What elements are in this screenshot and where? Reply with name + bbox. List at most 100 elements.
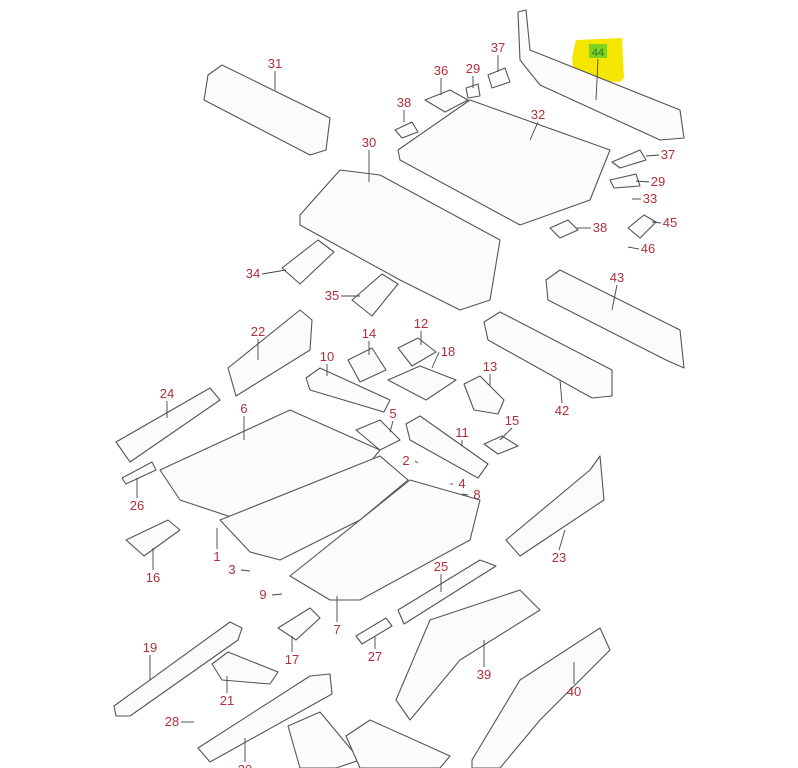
callout-5[interactable]: 5 — [389, 406, 396, 421]
part-32 — [397, 99, 611, 226]
callout-10[interactable]: 10 — [320, 349, 334, 364]
leader-line-9 — [271, 593, 283, 596]
callout-33[interactable]: 33 — [643, 191, 657, 206]
part-11 — [405, 415, 489, 479]
callout-39[interactable]: 39 — [477, 667, 491, 682]
part-17 — [277, 607, 321, 641]
part-30 — [299, 169, 501, 311]
callout-19[interactable]: 19 — [143, 640, 157, 655]
part-20 — [197, 673, 333, 763]
callout-24[interactable]: 24 — [160, 386, 174, 401]
callout-14[interactable]: 14 — [362, 326, 376, 341]
callout-38[interactable]: 38 — [593, 220, 607, 235]
leader-line-15 — [499, 427, 513, 441]
callout-18[interactable]: 18 — [441, 344, 455, 359]
callout-44[interactable]: 44 — [592, 47, 604, 59]
callout-32[interactable]: 32 — [531, 107, 545, 122]
part-21 — [211, 651, 279, 685]
part-16 — [125, 519, 181, 557]
part-44 — [517, 9, 685, 141]
part-14 — [347, 347, 387, 383]
part-26 — [121, 461, 157, 485]
part-37-right — [611, 149, 647, 169]
callout-15[interactable]: 15 — [505, 413, 519, 428]
leader-line-37 — [645, 154, 660, 157]
callout-37[interactable]: 37 — [491, 40, 505, 55]
part-29-right — [609, 173, 641, 189]
callout-6[interactable]: 6 — [240, 401, 247, 416]
callout-29[interactable]: 29 — [466, 61, 480, 76]
part-10 — [305, 367, 391, 413]
callout-42[interactable]: 42 — [555, 403, 569, 418]
callout-31[interactable]: 31 — [268, 56, 282, 71]
callout-16[interactable]: 16 — [146, 570, 160, 585]
callout-2[interactable]: 2 — [402, 453, 409, 468]
part-25 — [397, 559, 497, 625]
part-31 — [203, 64, 331, 156]
leader-lines — [136, 55, 662, 762]
callout-30[interactable]: 30 — [362, 135, 376, 150]
part-bottom-bracket — [345, 719, 451, 768]
callout-45[interactable]: 45 — [663, 215, 677, 230]
leader-line-29 — [635, 180, 650, 183]
part-22 — [227, 309, 313, 397]
callout-13[interactable]: 13 — [483, 359, 497, 374]
part-38-top — [394, 121, 419, 139]
part-29-top — [465, 83, 481, 99]
callout-27[interactable]: 27 — [368, 649, 382, 664]
leader-line-43 — [611, 284, 618, 311]
callout-9[interactable]: 9 — [259, 587, 266, 602]
part-bottom-channel — [287, 711, 361, 768]
callout-25[interactable]: 25 — [434, 559, 448, 574]
callout-20[interactable]: 20 — [238, 762, 252, 768]
leader-line-42 — [559, 379, 563, 404]
part-38-right — [549, 219, 579, 239]
callout-38[interactable]: 38 — [397, 95, 411, 110]
callout-43[interactable]: 43 — [610, 270, 624, 285]
leader-line-34 — [261, 269, 287, 275]
callout-17[interactable]: 17 — [285, 652, 299, 667]
callout-34[interactable]: 34 — [246, 266, 260, 281]
callout-7[interactable]: 7 — [333, 622, 340, 637]
callout-11[interactable]: 11 — [455, 425, 469, 440]
leader-line-32 — [529, 121, 539, 141]
highlight-label-bg — [589, 44, 607, 58]
callout-23[interactable]: 23 — [552, 550, 566, 565]
part-40 — [471, 627, 611, 768]
part-35 — [351, 273, 399, 317]
part-5 — [355, 419, 401, 451]
part-15 — [483, 435, 519, 455]
part-36 — [424, 89, 469, 113]
leader-line-2 — [414, 460, 419, 464]
callout-35[interactable]: 35 — [325, 288, 339, 303]
callout-12[interactable]: 12 — [414, 316, 428, 331]
callout-8[interactable]: 8 — [473, 487, 480, 502]
part-drawings — [113, 9, 685, 768]
part-24 — [115, 387, 221, 463]
callout-1[interactable]: 1 — [213, 549, 220, 564]
part-12 — [397, 337, 437, 367]
callout-4[interactable]: 4 — [458, 476, 465, 491]
part-27 — [355, 617, 393, 645]
part-37-top — [487, 67, 511, 89]
callout-46[interactable]: 46 — [641, 241, 655, 256]
part-43 — [545, 269, 685, 369]
part-39 — [395, 589, 541, 721]
callout-40[interactable]: 40 — [567, 684, 581, 699]
callout-26[interactable]: 26 — [130, 498, 144, 513]
leader-line-3 — [240, 569, 251, 572]
part-7 — [289, 479, 481, 601]
callout-37[interactable]: 37 — [661, 147, 675, 162]
callout-29[interactable]: 29 — [651, 174, 665, 189]
leader-line-18 — [431, 351, 440, 369]
callout-21[interactable]: 21 — [220, 693, 234, 708]
part-13 — [463, 375, 505, 415]
callout-3[interactable]: 3 — [228, 562, 235, 577]
leader-line-5 — [389, 420, 394, 433]
part-19 — [113, 621, 243, 717]
callout-28[interactable]: 28 — [165, 714, 179, 729]
callout-36[interactable]: 36 — [434, 63, 448, 78]
callout-22[interactable]: 22 — [251, 324, 265, 339]
